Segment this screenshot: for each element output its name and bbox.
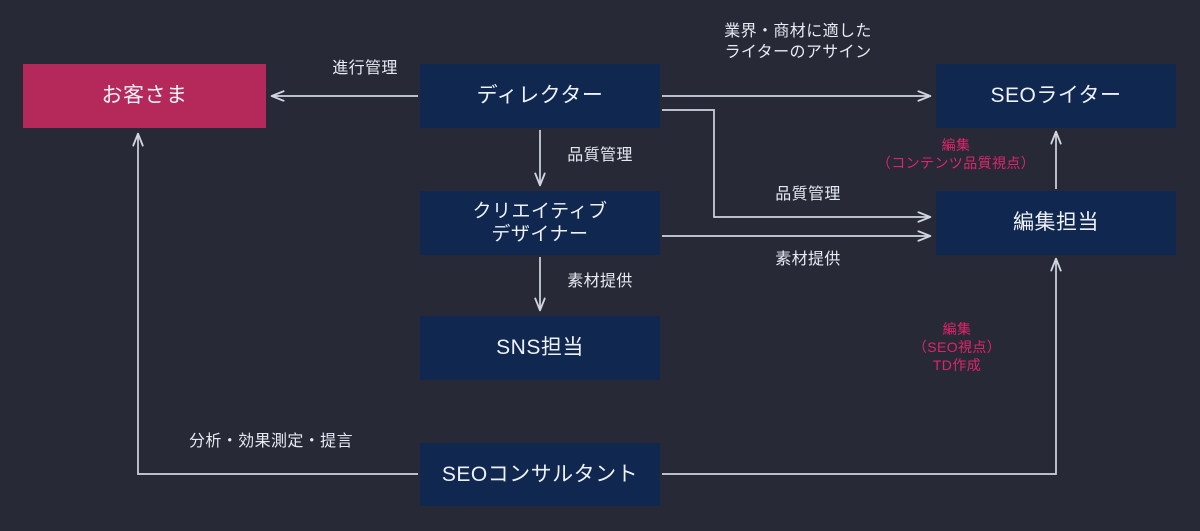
- node-customer[interactable]: お客さま: [23, 64, 266, 128]
- edge-label-analysis-report: 分析・効果測定・提言: [188, 433, 353, 450]
- edge-label-edit-content-quality: 編集 （コンテンツ品質視点）: [876, 137, 1036, 172]
- edge-label-writer-assign: 業界・商材に適した ライターのアサイン: [724, 23, 872, 61]
- node-editor[interactable]: 編集担当: [936, 191, 1176, 255]
- node-consultant[interactable]: SEOコンサルタント: [420, 443, 660, 506]
- node-label-consultant: SEOコンサルタント: [441, 462, 639, 486]
- node-seo-writer[interactable]: SEOライター: [936, 64, 1176, 128]
- edge-label-material-supply-right: 素材提供: [775, 251, 841, 268]
- edge-label-edit-seo-td: 編集 （SEO視点） TD作成: [912, 321, 1002, 374]
- node-label-creative: クリエイティブ デザイナー: [472, 200, 608, 245]
- node-creative[interactable]: クリエイティブ デザイナー: [420, 191, 660, 255]
- edge-label-quality-control-down: 品質管理: [567, 147, 633, 164]
- edge-label-progress-management: 進行管理: [332, 60, 398, 77]
- node-label-director: ディレクター: [476, 84, 604, 108]
- node-label-editor: 編集担当: [1013, 211, 1099, 235]
- edge-label-material-supply-down: 素材提供: [567, 273, 633, 290]
- node-director[interactable]: ディレクター: [420, 64, 660, 128]
- connector-consultant-to-customer: [138, 134, 418, 475]
- node-label-seo-writer: SEOライター: [990, 84, 1122, 108]
- node-sns[interactable]: SNS担当: [420, 316, 660, 380]
- node-label-sns: SNS担当: [496, 336, 584, 360]
- node-label-customer: お客さま: [101, 84, 188, 108]
- edge-label-quality-control-right: 品質管理: [775, 186, 841, 203]
